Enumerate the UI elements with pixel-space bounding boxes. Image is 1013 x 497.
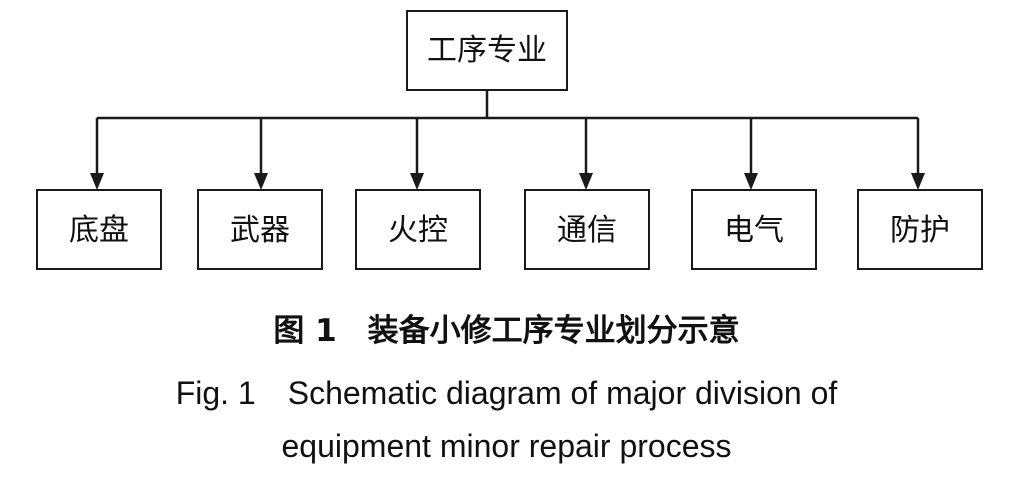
child-node-chassis: 底盘 [36, 118, 162, 270]
child-node-communication: 通信 [524, 118, 650, 270]
figure-caption-english-line1: Fig. 1 Schematic diagram of major divisi… [175, 375, 838, 411]
child-node-box [857, 189, 983, 270]
child-node-label: 电气 [724, 213, 784, 248]
child-node-weapons: 武器 [197, 118, 323, 270]
root-node-label: 工序专业 [427, 33, 547, 68]
child-node-label: 火控 [388, 213, 448, 248]
arrowhead [579, 173, 593, 190]
arrowhead [410, 173, 424, 190]
child-node-box [524, 189, 650, 270]
child-node-box [197, 189, 323, 270]
child-node-box [36, 189, 162, 270]
arrowhead [911, 173, 925, 190]
child-node-electrical: 电气 [691, 118, 817, 270]
root-node-box [406, 10, 568, 91]
child-node-fire-control: 火控 [355, 118, 481, 270]
child-node-protection: 防护 [857, 118, 983, 270]
arrowhead [744, 173, 758, 190]
child-node-label: 底盘 [69, 213, 129, 248]
child-node-label: 武器 [230, 213, 290, 248]
child-node-label: 通信 [557, 213, 617, 248]
child-node-label: 防护 [890, 213, 950, 248]
root-node: 工序专业 [406, 10, 568, 91]
figure-caption-english-line2: equipment minor repair process [281, 428, 732, 464]
arrowhead [254, 173, 268, 190]
hierarchy-diagram: 工序专业 底盘 武器 火控 通信 电气 防护 [36, 10, 983, 270]
child-node-box [691, 189, 817, 270]
figure-caption-chinese: 图 1 装备小修工序专业划分示意 [273, 313, 740, 349]
child-node-box [355, 189, 481, 270]
arrowhead [90, 173, 104, 190]
